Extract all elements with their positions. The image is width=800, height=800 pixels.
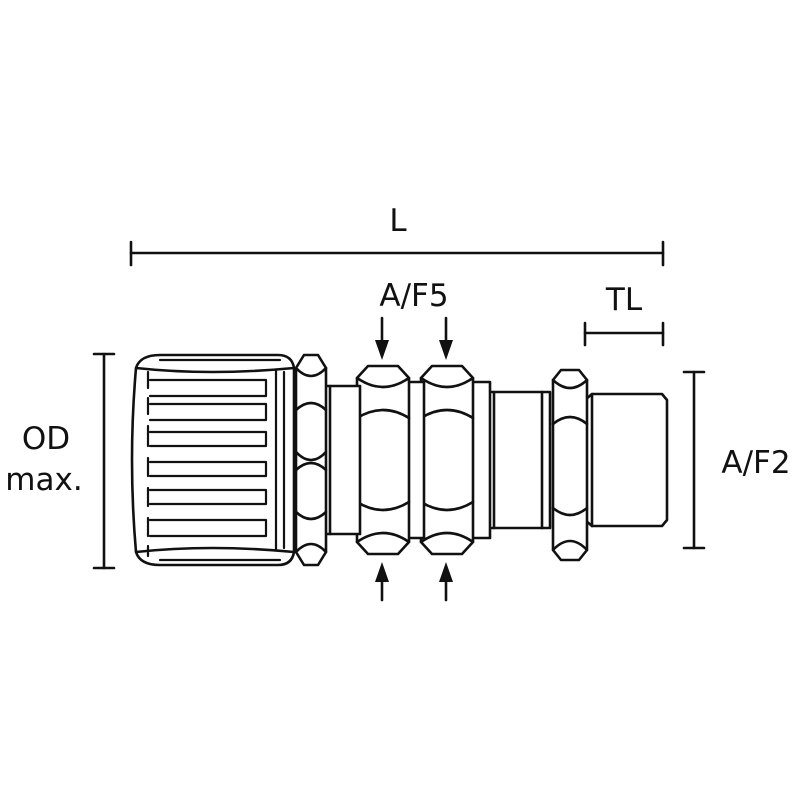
front-hex-nut xyxy=(294,353,328,567)
front-neck xyxy=(320,384,362,536)
thread-length-label: TL xyxy=(605,282,643,318)
threaded-spigot xyxy=(583,392,669,528)
length-label: L xyxy=(389,203,407,239)
across-flats-2-dimension-line xyxy=(682,370,706,550)
rear-hex-nut xyxy=(551,368,589,562)
hex-nut-af5-right xyxy=(419,364,475,556)
across-flats-5-label: A/F5 xyxy=(379,278,448,314)
across-flats-5-arrowheads xyxy=(375,340,453,582)
central-body xyxy=(468,380,552,540)
across-flats-5-arrows xyxy=(380,316,448,602)
across-flats-2-label: A/F2 xyxy=(721,445,790,481)
outer-diameter-label-line2: max. xyxy=(5,462,82,498)
length-dimension-line xyxy=(129,240,665,267)
hex-nut-af5-left xyxy=(355,364,411,556)
cap-knurl-grooves xyxy=(146,358,286,562)
outer-diameter-label-line1: OD xyxy=(22,421,70,457)
thread-length-dimension-line xyxy=(583,321,665,347)
outer-diameter-dimension-line xyxy=(92,352,116,570)
knurled-cap xyxy=(130,353,296,567)
